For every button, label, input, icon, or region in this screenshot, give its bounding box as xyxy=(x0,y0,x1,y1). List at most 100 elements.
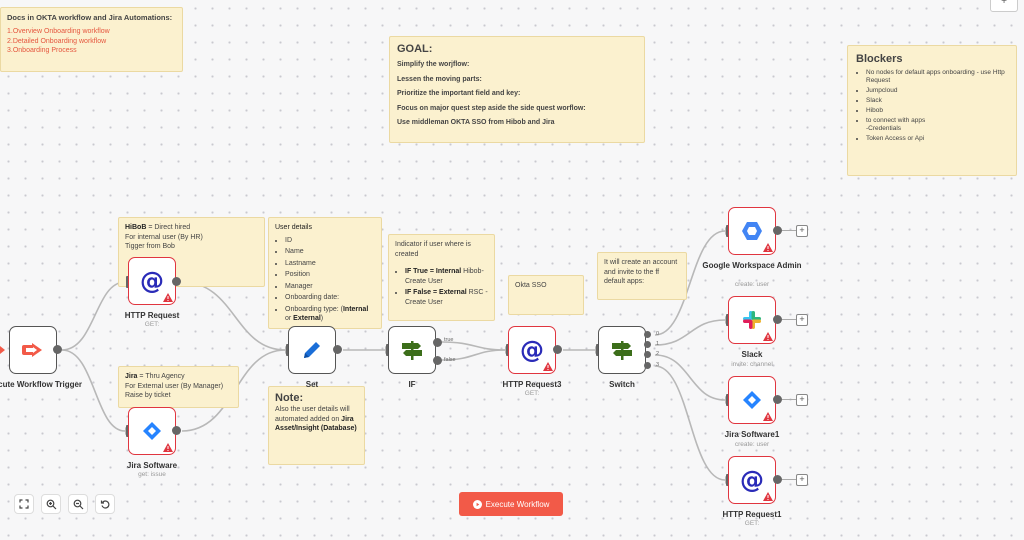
http-request1-node[interactable]: @ xyxy=(728,456,776,504)
http-at-icon: @ xyxy=(520,336,544,364)
hibob-line: For internal user (By HR) xyxy=(125,233,203,241)
okta-text: Okta SSO xyxy=(515,282,547,289)
zoom-out-button[interactable] xyxy=(68,494,88,514)
jira-software-label: Jira Software xyxy=(126,461,178,470)
trigger-label: Execute Workflow Trigger xyxy=(0,380,83,389)
slack-node[interactable] xyxy=(728,296,776,344)
if-true-handle[interactable] xyxy=(433,338,442,347)
goal-line: Focus on major quest step aside the side… xyxy=(397,104,586,112)
execute-workflow-button[interactable]: Execute Workflow xyxy=(459,492,563,516)
jira1-output-handle[interactable] xyxy=(773,395,782,404)
goal-sticky-note[interactable]: GOAL: Simplify the worjflow: Lessen the … xyxy=(389,36,645,143)
http-output-handle[interactable] xyxy=(172,277,181,286)
http3-output-handle[interactable] xyxy=(553,345,562,354)
goal-line: Prioritize the important field and key: xyxy=(397,90,521,97)
indicator-sticky-note[interactable]: Indicator if user where is created IF Tr… xyxy=(388,234,495,321)
goal-line: Use middleman OKTA SSO from Hibob and Ji… xyxy=(397,119,555,126)
http-request3-node[interactable]: @ xyxy=(508,326,556,374)
jira-sticky-note[interactable]: Jira = Thru Agency For External user (By… xyxy=(118,366,239,408)
http-request-node[interactable]: @ xyxy=(128,257,176,305)
note-text: Also the user details will automated add… xyxy=(275,406,357,432)
signpost-icon xyxy=(612,341,632,360)
play-circle-icon xyxy=(472,499,482,509)
docs-sticky-note[interactable]: Docs in OKTA workflow and Jira Automatio… xyxy=(0,7,183,72)
if-false-label: false xyxy=(444,357,456,363)
jira-bold: Jira xyxy=(125,373,138,380)
jira-software-node[interactable] xyxy=(128,407,176,455)
edge-switch-jira1 xyxy=(654,354,726,401)
http-at-icon: @ xyxy=(140,267,164,295)
warning-icon xyxy=(543,362,553,371)
fit-view-button[interactable] xyxy=(14,494,34,514)
http-label: HTTP Request xyxy=(124,311,180,320)
hibob-bold: HiBoB xyxy=(125,224,147,231)
slack-sub: invite: channel xyxy=(731,361,773,368)
google-admin-icon xyxy=(742,222,762,240)
okta-sticky-note[interactable]: Okta SSO xyxy=(508,275,584,315)
warning-icon xyxy=(163,293,173,302)
blocker-item: to connect with apps -Credentials xyxy=(866,117,1008,133)
set-output-handle[interactable] xyxy=(333,345,342,354)
user-detail-item-type: Onboarding type: (Internal or External) xyxy=(285,305,375,324)
docs-link-process[interactable]: 3.Onboarding Process xyxy=(7,47,77,54)
jira-line: Raise by ticket xyxy=(125,392,171,399)
zoom-in-icon xyxy=(46,499,56,509)
http1-label: HTTP Request1 xyxy=(722,510,782,519)
warning-icon xyxy=(763,412,773,421)
jira-output-handle[interactable] xyxy=(172,426,181,435)
zoom-in-button[interactable] xyxy=(41,494,61,514)
switch-node[interactable] xyxy=(598,326,646,374)
note-sticky-note[interactable]: Note: Also the user details will automat… xyxy=(268,386,365,465)
set-node[interactable] xyxy=(288,326,336,374)
switch-output-1[interactable] xyxy=(644,341,651,348)
switch-port-label: 2 xyxy=(656,351,660,357)
jira1-add-button[interactable]: + xyxy=(796,394,808,406)
indicator-false: IF False = External RSC -Create User xyxy=(405,288,488,307)
slack-output-handle[interactable] xyxy=(773,315,782,324)
indicator-title: Indicator if user where is created xyxy=(395,241,471,258)
switch-output-0[interactable] xyxy=(644,331,651,338)
gws-output-handle[interactable] xyxy=(773,226,782,235)
gws-plus-connector xyxy=(782,230,796,231)
http3-label: HTTP Request3 xyxy=(502,380,562,389)
slack-label: Slack xyxy=(741,350,763,359)
slack-add-button[interactable]: + xyxy=(796,314,808,326)
goal-title: GOAL: xyxy=(397,43,433,55)
http1-sub: GET: xyxy=(744,520,760,527)
google-workspace-node[interactable] xyxy=(728,207,776,255)
switch-sticky-note[interactable]: It will create an account and invite to … xyxy=(597,252,687,300)
blockers-sticky-note[interactable]: Blockers No nodes for default apps onboa… xyxy=(847,45,1017,176)
reset-zoom-icon xyxy=(100,499,109,509)
add-node-button[interactable]: + xyxy=(990,0,1018,12)
if-node[interactable] xyxy=(388,326,436,374)
docs-link-overview[interactable]: 1.Overview Onboarding workflow xyxy=(7,28,110,35)
blocker-item: Slack xyxy=(866,97,1008,105)
http1-add-button[interactable]: + xyxy=(796,474,808,486)
goal-line: Simplify the worjflow: xyxy=(397,61,470,68)
signpost-icon xyxy=(402,341,422,360)
gws-sub: create: user xyxy=(734,281,770,288)
jira-software-sub: get: issue xyxy=(138,471,166,478)
execute-trigger-icon xyxy=(22,343,42,357)
trigger-output-handle[interactable] xyxy=(53,345,62,354)
switch-output-2[interactable] xyxy=(644,351,651,358)
note-title: Note: xyxy=(275,392,304,404)
switch-port-label: 1 xyxy=(656,341,660,347)
http3-sub: GET: xyxy=(524,390,540,397)
user-detail-item: Manager xyxy=(285,282,375,292)
jira1-label: Jira Software1 xyxy=(724,430,780,439)
jira-software1-node[interactable] xyxy=(728,376,776,424)
switch-output-3[interactable] xyxy=(644,362,651,369)
trigger-entry-arrow xyxy=(0,346,5,354)
if-false-handle[interactable] xyxy=(433,356,442,365)
reset-zoom-button[interactable] xyxy=(95,494,115,514)
docs-link-detailed[interactable]: 2.Detailed Onboarding workflow xyxy=(7,37,107,45)
warning-icon xyxy=(763,332,773,341)
http1-output-handle[interactable] xyxy=(773,475,782,484)
trigger-node[interactable] xyxy=(9,326,57,374)
edge-switch-slack xyxy=(654,319,726,346)
user-details-sticky-note[interactable]: User details ID Name Lastname Position M… xyxy=(268,217,382,329)
gws-add-button[interactable]: + xyxy=(796,225,808,237)
edge-trigger-jira xyxy=(61,349,126,432)
execute-workflow-label: Execute Workflow xyxy=(485,499,550,509)
